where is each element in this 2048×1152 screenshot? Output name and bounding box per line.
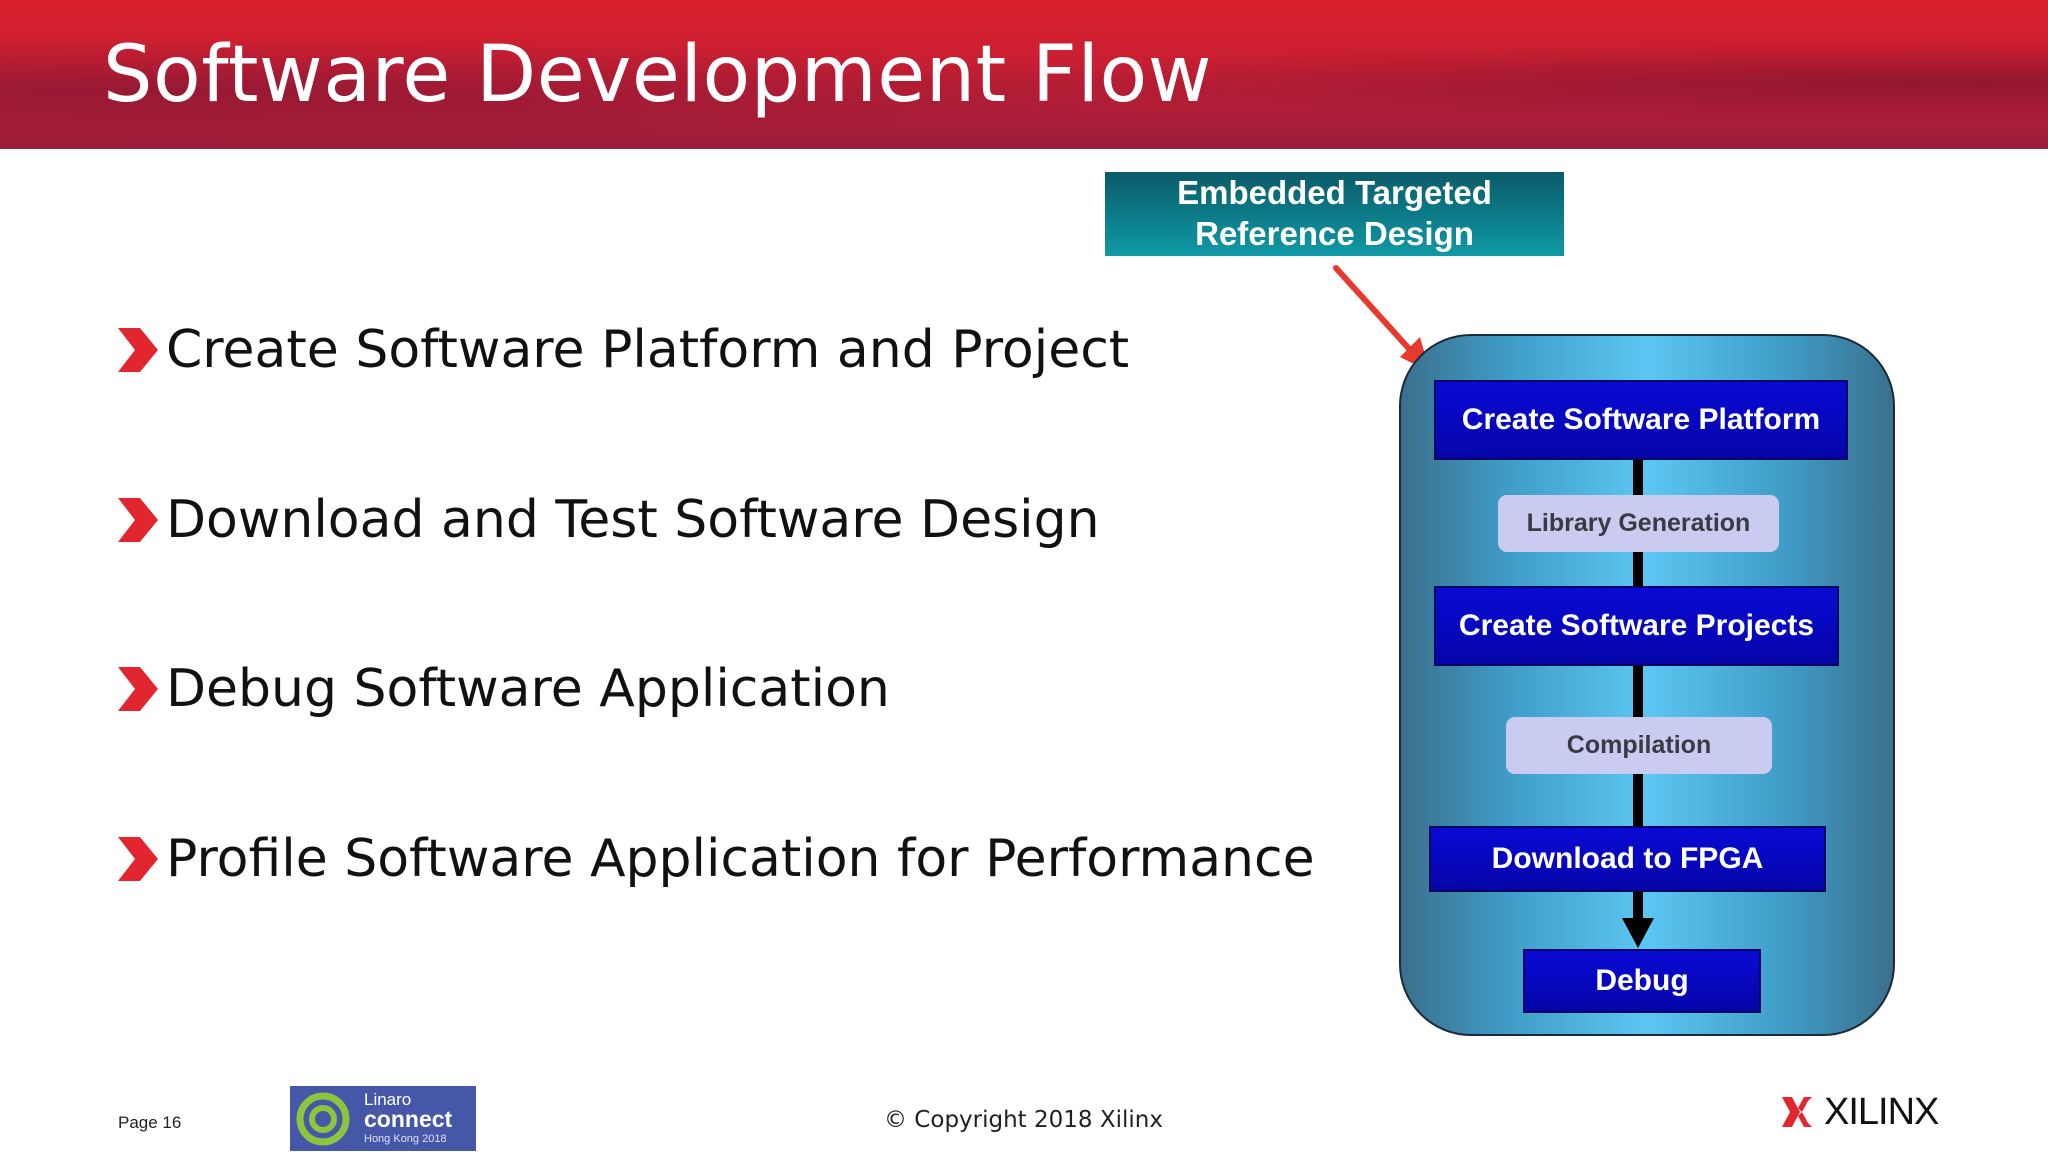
header-banner — [0, 0, 2048, 149]
flow-connector — [1633, 890, 1643, 920]
step-debug: Debug — [1523, 949, 1761, 1013]
xilinx-logo-icon — [1782, 1097, 1812, 1127]
step-create-software-projects: Create Software Projects — [1434, 586, 1839, 666]
xilinx-logo: XILINX — [1780, 1091, 1946, 1133]
copyright: © Copyright 2018 Xilinx — [884, 1107, 1163, 1133]
reference-design-line-1: Embedded Targeted — [1177, 174, 1492, 211]
linaro-logo-icon — [296, 1092, 350, 1146]
flow-connector — [1633, 772, 1643, 828]
linaro-logo-line-2: connect — [364, 1106, 453, 1132]
step-compilation: Compilation — [1506, 717, 1772, 774]
chevron-right-icon — [118, 667, 158, 711]
flow-connector — [1633, 664, 1643, 718]
xilinx-wordmark: XILINX — [1824, 1091, 1939, 1133]
page-number: Page 16 — [118, 1113, 182, 1132]
chevron-right-icon — [118, 498, 158, 542]
step-download-to-fpga: Download to FPGA — [1429, 826, 1826, 892]
bullet-item: Create Software Platform and Project — [118, 320, 1129, 380]
step-create-software-platform: Create Software Platform — [1434, 380, 1848, 460]
bullet-text: Profile Software Application for Perform… — [166, 829, 1315, 889]
bullet-item: Download and Test Software Design — [118, 490, 1100, 550]
linaro-connect-logo: Linaro connect Hong Kong 2018 — [290, 1086, 476, 1151]
bullet-text: Download and Test Software Design — [166, 490, 1100, 550]
linaro-logo-line-3: Hong Kong 2018 — [364, 1133, 447, 1145]
flow-connector — [1633, 458, 1643, 498]
down-arrow-icon — [1622, 918, 1654, 948]
bullet-text: Create Software Platform and Project — [166, 320, 1130, 380]
flow-connector — [1633, 550, 1643, 588]
reference-design-box: Embedded Targeted Reference Design — [1105, 172, 1564, 256]
reference-design-line-2: Reference Design — [1195, 215, 1474, 252]
step-library-generation: Library Generation — [1498, 495, 1779, 552]
bullet-item: Profile Software Application for Perform… — [118, 829, 1315, 889]
bullet-item: Debug Software Application — [118, 659, 890, 719]
slide-title: Software Development Flow — [103, 30, 1213, 120]
linaro-logo-line-1: Linaro — [364, 1090, 412, 1109]
chevron-right-icon — [118, 328, 158, 372]
bullet-text: Debug Software Application — [166, 659, 890, 719]
chevron-right-icon — [118, 837, 158, 881]
